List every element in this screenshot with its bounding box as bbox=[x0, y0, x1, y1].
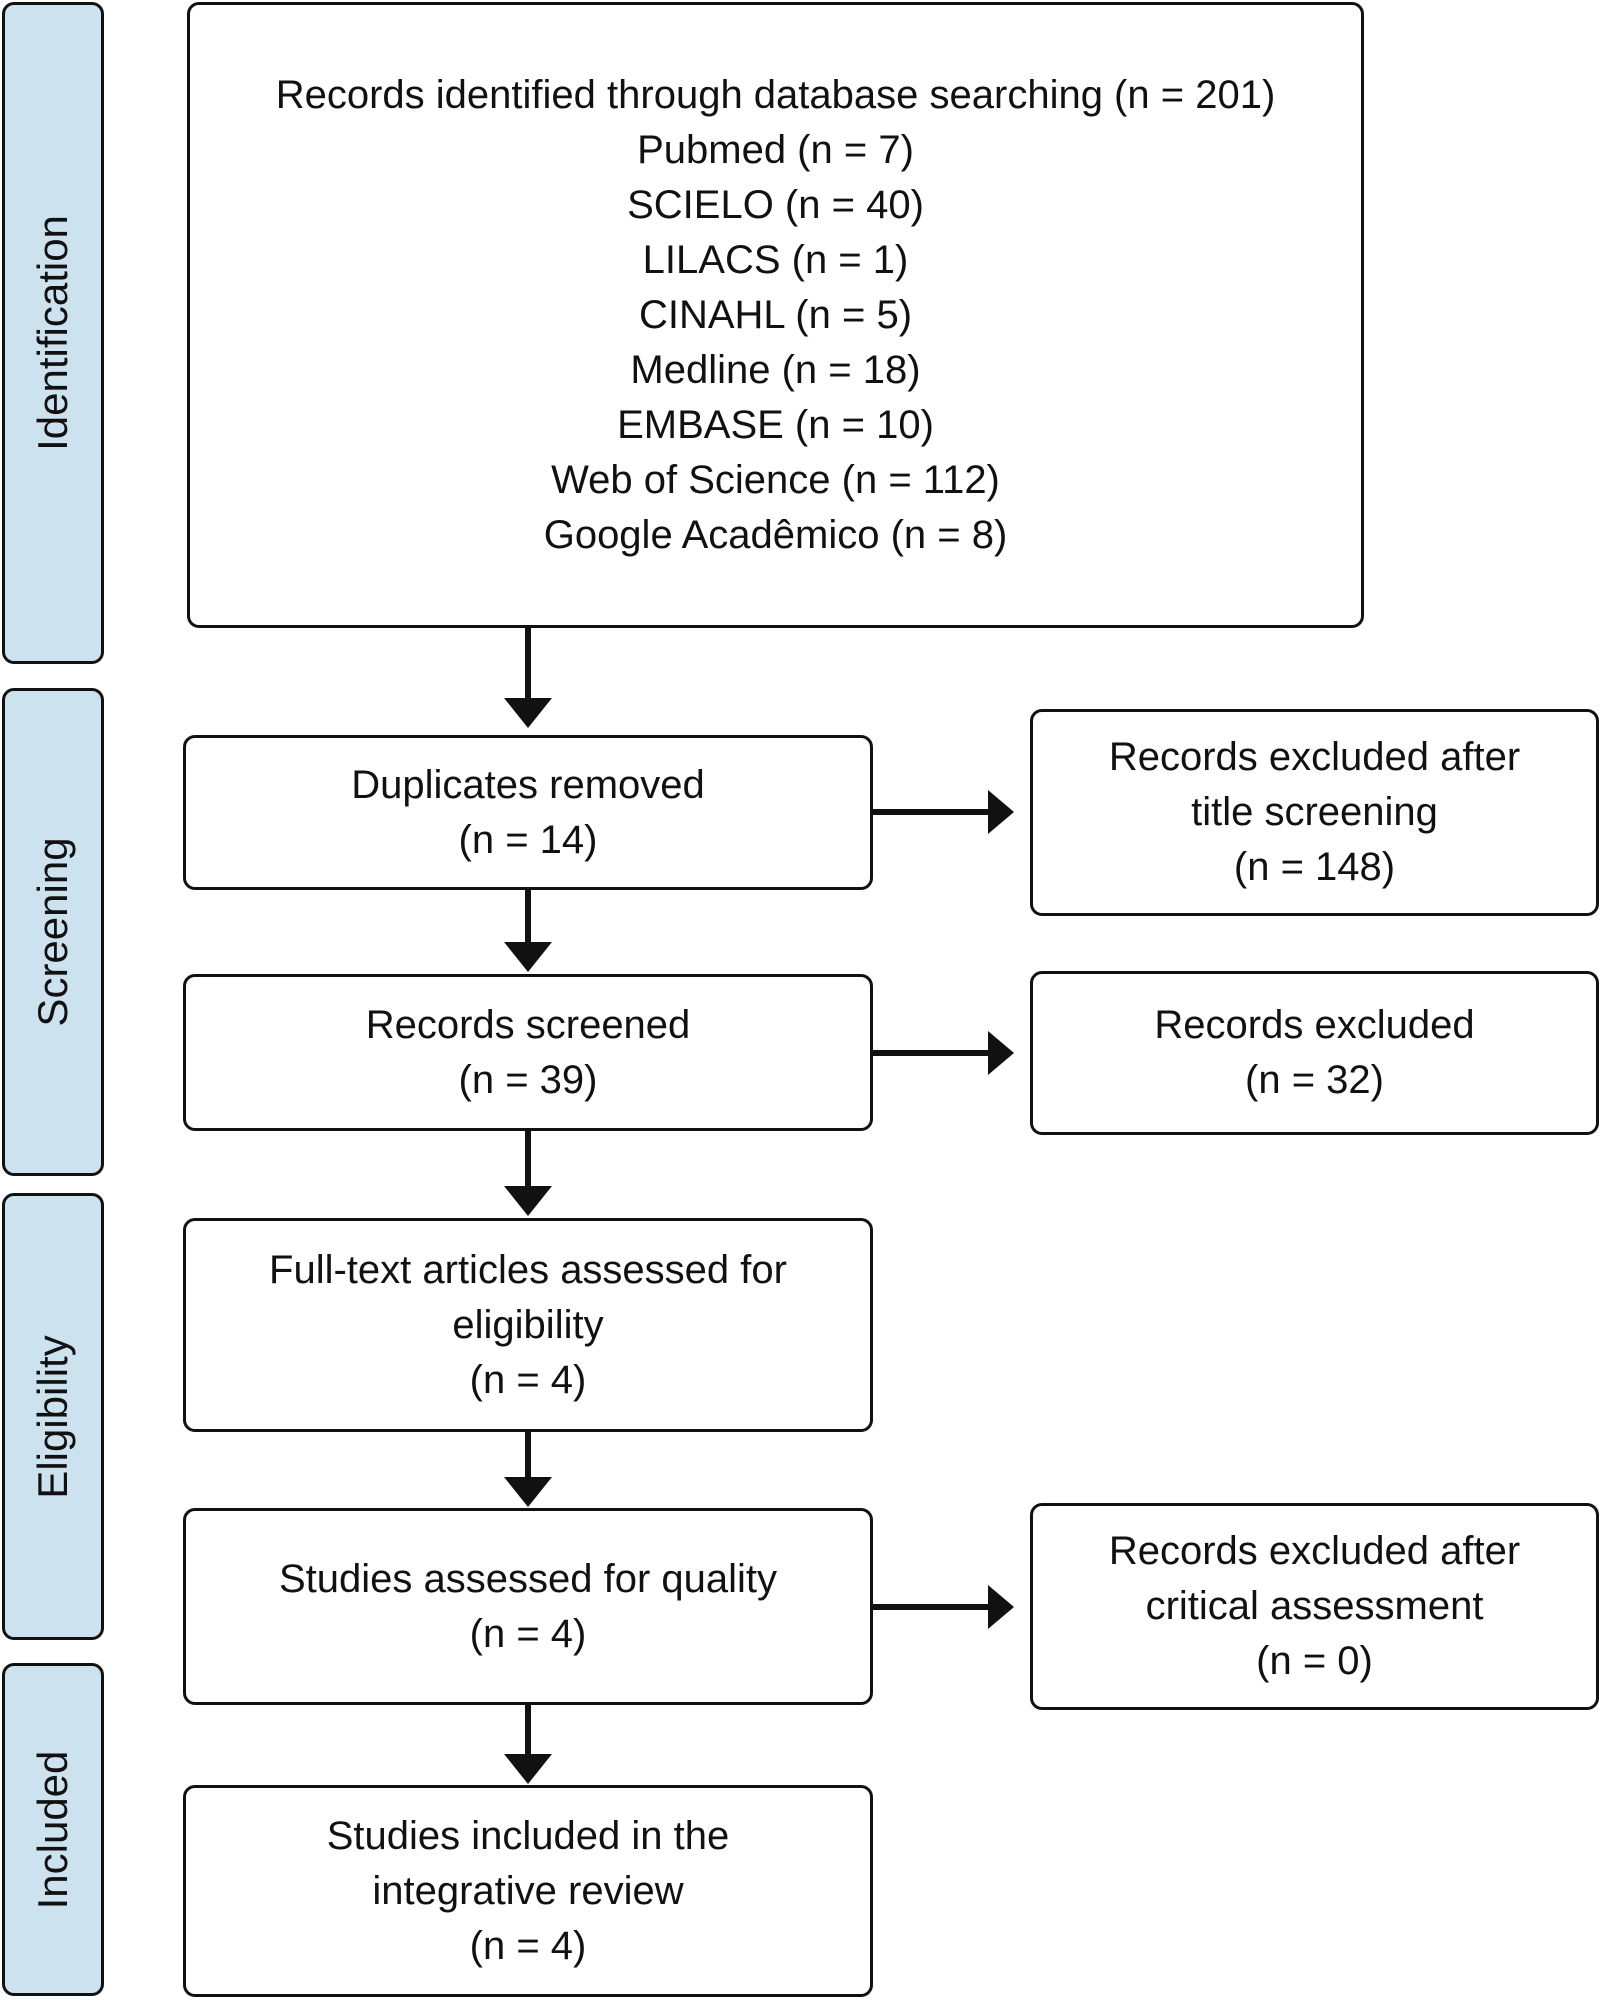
records-excluded-label: Records excluded bbox=[1154, 1003, 1475, 1047]
source-lilacs: LILACS (n = 1) bbox=[642, 237, 909, 282]
excluded-critical-label-line2: critical assessment bbox=[1145, 1584, 1484, 1628]
included-studies-box: Studies included in the integrative revi… bbox=[183, 1785, 873, 1997]
arrow-duplicates-to-excluded-head bbox=[988, 790, 1014, 834]
records-identified-box: Records identified through database sear… bbox=[187, 2, 1364, 628]
fulltext-assessed-label-line1: Full-text articles assessed for bbox=[269, 1247, 787, 1292]
excluded-title-label-line2: title screening bbox=[1191, 790, 1438, 834]
fulltext-assessed-label-line2: eligibility bbox=[452, 1302, 604, 1347]
arrow-quality-to-excluded-head bbox=[988, 1585, 1014, 1629]
duplicates-removed-label: Duplicates removed bbox=[351, 762, 705, 807]
records-screened-label: Records screened bbox=[365, 1002, 691, 1047]
records-screened-count: (n = 39) bbox=[458, 1057, 598, 1102]
source-cinahl: CINAHL (n = 5) bbox=[638, 292, 913, 337]
source-embase: EMBASE (n = 10) bbox=[617, 402, 934, 447]
arrow-duplicates-to-screened-head bbox=[504, 942, 552, 972]
quality-assessed-box: Studies assessed for quality (n = 4) bbox=[183, 1508, 873, 1705]
phase-screening: Screening bbox=[2, 688, 104, 1176]
records-excluded-count: (n = 32) bbox=[1245, 1058, 1384, 1102]
phase-included: Included bbox=[2, 1663, 104, 1996]
excluded-title-box: Records excluded after title screening (… bbox=[1030, 709, 1599, 916]
excluded-critical-count: (n = 0) bbox=[1256, 1639, 1373, 1683]
included-studies-label-line2: integrative review bbox=[372, 1868, 684, 1913]
duplicates-removed-box: Duplicates removed (n = 14) bbox=[183, 735, 873, 890]
records-screened-box: Records screened (n = 39) bbox=[183, 974, 873, 1131]
source-scielo: SCIELO (n = 40) bbox=[627, 182, 924, 227]
excluded-critical-box: Records excluded after critical assessme… bbox=[1030, 1503, 1599, 1710]
arrow-screened-to-fulltext-head bbox=[504, 1186, 552, 1216]
excluded-critical-label-line1: Records excluded after bbox=[1108, 1529, 1521, 1573]
phase-eligibility: Eligibility bbox=[2, 1193, 104, 1640]
duplicates-removed-count: (n = 14) bbox=[458, 817, 598, 862]
excluded-title-label-line1: Records excluded after bbox=[1108, 735, 1521, 779]
fulltext-assessed-box: Full-text articles assessed for eligibil… bbox=[183, 1218, 873, 1432]
source-medline: Medline (n = 18) bbox=[630, 347, 921, 392]
arrow-screened-to-excluded-head bbox=[988, 1031, 1014, 1075]
included-studies-label-line1: Studies included in the bbox=[326, 1813, 730, 1858]
excluded-title-count: (n = 148) bbox=[1233, 845, 1396, 889]
arrow-fulltext-to-quality-head bbox=[504, 1477, 552, 1507]
arrow-identified-to-duplicates-head bbox=[504, 698, 552, 728]
included-studies-count: (n = 4) bbox=[469, 1923, 587, 1968]
quality-assessed-count: (n = 4) bbox=[469, 1611, 587, 1656]
quality-assessed-label: Studies assessed for quality bbox=[278, 1556, 778, 1601]
records-identified-title: Records identified through database sear… bbox=[275, 72, 1276, 117]
phase-identification: Identification bbox=[2, 2, 104, 664]
source-web-of-science: Web of Science (n = 112) bbox=[551, 457, 1000, 502]
source-pubmed: Pubmed (n = 7) bbox=[637, 127, 914, 172]
records-excluded-box: Records excluded (n = 32) bbox=[1030, 971, 1599, 1135]
source-google-academico: Google Acadêmico (n = 8) bbox=[543, 512, 1008, 557]
fulltext-assessed-count: (n = 4) bbox=[469, 1357, 587, 1402]
arrow-quality-to-included-head bbox=[504, 1754, 552, 1784]
